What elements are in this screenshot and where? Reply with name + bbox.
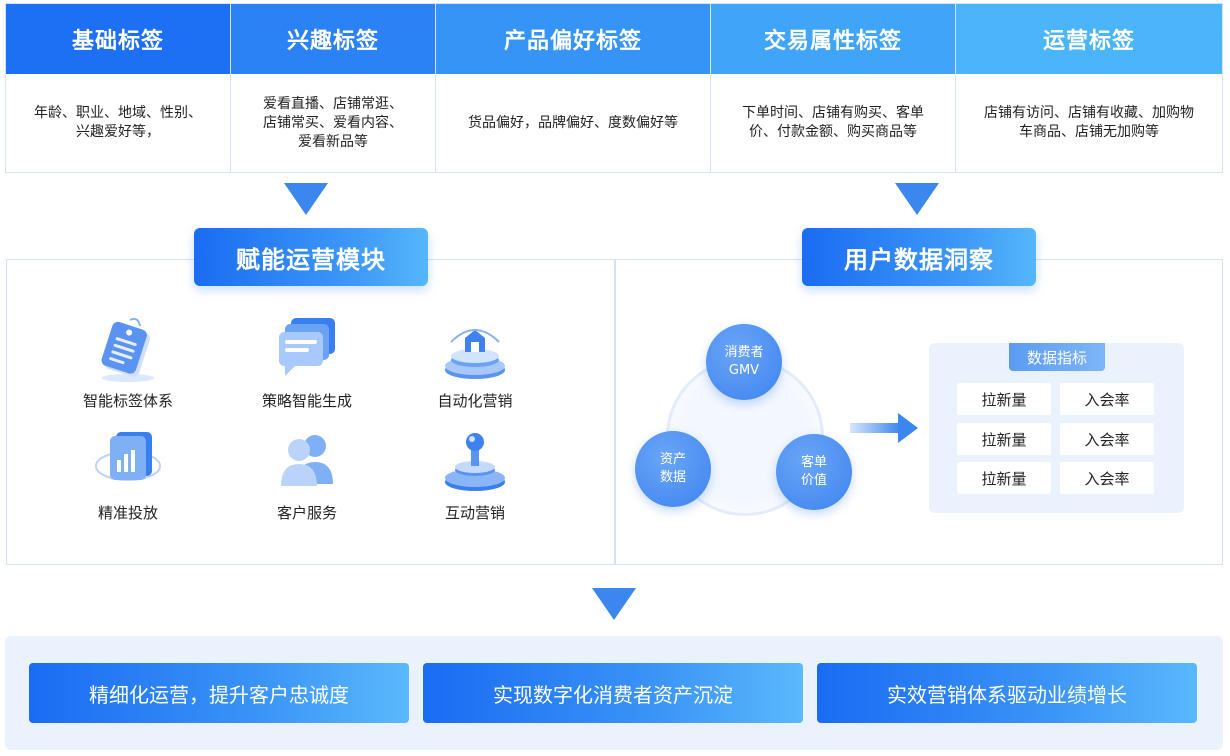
module-smart-tag-system: 智能标签体系 (48, 314, 208, 411)
outcome-digital-assets: 实现数字化消费者资产沉淀 (423, 663, 803, 723)
node-asset-data: 资产 数据 (635, 431, 711, 507)
tag-header: 运营标签 (956, 4, 1222, 74)
tag-description: 爱看直播、店铺常逛、店铺常买、爱看内容、爱看新品等 (263, 95, 403, 150)
tag-column-interest: 兴趣标签 爱看直播、店铺常逛、店铺常买、爱看内容、爱看新品等 (231, 4, 436, 172)
module-customer-service: 客户服务 (227, 426, 387, 523)
tag-header: 兴趣标签 (231, 4, 435, 74)
node-order-value: 客单 价值 (776, 434, 852, 510)
module-label: 互动营销 (444, 504, 505, 522)
tag-column-product: 产品偏好标签 货品偏好，品牌偏好、度数偏好等 (436, 4, 711, 172)
down-arrow-icon (284, 183, 328, 215)
metrics-title: 数据指标 (1009, 343, 1105, 371)
user-insight-title: 用户数据洞察 (802, 228, 1036, 286)
orb-podium-icon (445, 433, 505, 491)
outcome-refined-operation: 精细化运营，提升客户忠诚度 (29, 663, 409, 723)
tag-column-basic: 基础标签 年龄、职业、地域、性别、兴趣爱好等， (6, 4, 231, 172)
enablement-panel (6, 259, 615, 565)
node-consumer-gmv: 消费者 GMV (706, 324, 782, 400)
outcome-performance-growth: 实效营销体系驱动业绩增长 (817, 663, 1197, 723)
metrics-box: 数据指标 拉新量 入会率 拉新量 入会率 拉新量 入会率 (929, 343, 1184, 513)
tag-description: 店铺有访问、店铺有收藏、加购物车商品、店铺无加购等 (984, 105, 1194, 140)
module-strategy-generation: 策略智能生成 (227, 314, 387, 411)
bar-chart-card-icon (95, 432, 161, 481)
tag-icon (101, 317, 154, 382)
tag-header: 基础标签 (6, 4, 230, 74)
tag-column-operation: 运营标签 店铺有访问、店铺有收藏、加购物车商品、店铺无加购等 (956, 4, 1222, 172)
down-arrow-icon (895, 183, 939, 215)
module-precise-delivery: 精准投放 (48, 426, 208, 523)
chat-cards-icon (279, 318, 335, 376)
module-label: 客户服务 (276, 504, 337, 522)
tag-header: 产品偏好标签 (436, 4, 710, 74)
metric-cell: 拉新量 (957, 423, 1051, 455)
tag-header: 交易属性标签 (711, 4, 955, 74)
module-automated-marketing: 自动化营销 (395, 314, 555, 411)
metric-cell: 入会率 (1060, 462, 1154, 494)
tag-description: 货品偏好，品牌偏好、度数偏好等 (468, 114, 678, 131)
metric-cell: 入会率 (1060, 383, 1154, 415)
tag-description: 年龄、职业、地域、性别、兴趣爱好等， (34, 105, 202, 140)
enablement-module-title: 赋能运营模块 (194, 228, 428, 286)
metric-cell: 拉新量 (957, 462, 1051, 494)
tag-description: 下单时间、店铺有购买、客单价、付款金额、购买商品等 (742, 105, 924, 140)
tag-column-transaction: 交易属性标签 下单时间、店铺有购买、客单价、付款金额、购买商品等 (711, 4, 956, 172)
module-label: 策略智能生成 (261, 392, 352, 410)
tag-table: 基础标签 年龄、职业、地域、性别、兴趣爱好等， 兴趣标签 爱看直播、店铺常逛、店… (5, 3, 1223, 173)
module-label: 精准投放 (97, 504, 158, 522)
down-arrow-icon (592, 588, 636, 620)
right-arrow-icon (850, 413, 918, 443)
module-label: 智能标签体系 (82, 392, 173, 410)
house-platform-icon (445, 329, 505, 379)
metric-cell: 拉新量 (957, 383, 1051, 415)
module-label: 自动化营销 (437, 392, 513, 410)
module-interactive-marketing: 互动营销 (395, 426, 555, 523)
users-icon (281, 435, 333, 486)
metric-cell: 入会率 (1060, 423, 1154, 455)
